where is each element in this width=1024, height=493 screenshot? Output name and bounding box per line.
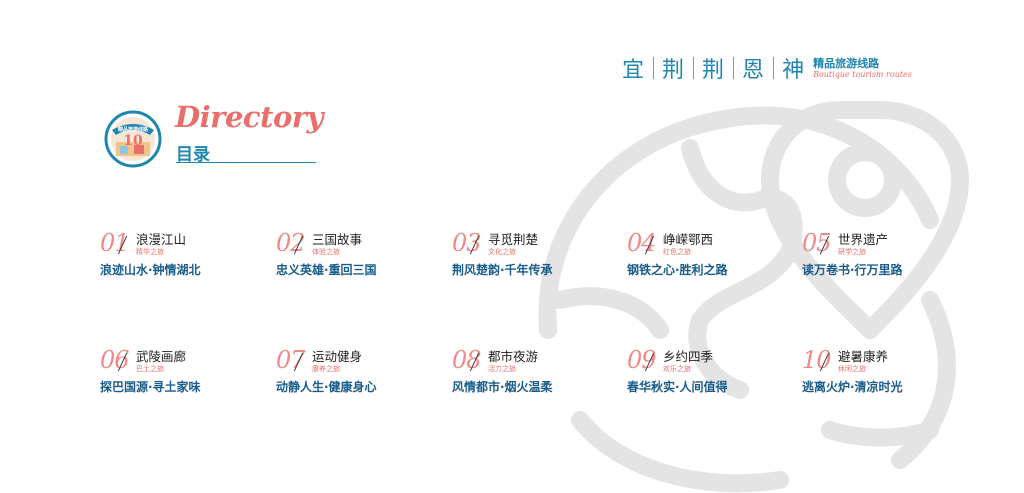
route-slogan: 忠义英雄·重回三国 xyxy=(276,263,377,277)
route-number: 02 xyxy=(276,229,306,257)
brand-char-4: 恩 xyxy=(742,58,766,83)
route-subtitle: 体验之旅 xyxy=(312,248,340,256)
route-category: 浪漫江山 xyxy=(136,232,187,247)
brand-subtitle-en: Boutique tourism routes xyxy=(813,69,912,79)
route-number: 07 xyxy=(276,346,306,374)
brand-title: 宜 荆 荆 恩 神 xyxy=(622,52,805,84)
route-category: 武陵画廊 xyxy=(136,349,187,364)
route-slogan: 探巴国源·寻土家味 xyxy=(100,380,201,394)
route-number: 06 xyxy=(100,346,130,374)
route-slogan: 钢铁之心·胜利之路 xyxy=(627,263,728,277)
route-slogan: 风情都市·烟火温柔 xyxy=(452,380,553,394)
route-slogan: 动静人生·健康身心 xyxy=(276,380,377,394)
route-category: 峥嵘鄂西 xyxy=(663,232,714,247)
route-category: 三国故事 xyxy=(312,232,363,247)
route-category: 世界遗产 xyxy=(838,232,889,247)
route-category: 乡约四季 xyxy=(663,349,714,364)
route-subtitle: 研学之旅 xyxy=(838,248,866,256)
brand-subtitle-cn: 精品旅游线路 xyxy=(813,56,880,70)
route-item[interactable]: 05 世界遗产 研学之旅 读万卷书·行万里路 xyxy=(802,229,962,283)
route-number: 05 xyxy=(802,229,832,257)
route-number: 09 xyxy=(627,346,657,374)
brand-char-2: 荆 xyxy=(662,58,686,83)
badge-number: 10 xyxy=(123,133,143,149)
brand-header: 宜 荆 荆 恩 神 精品旅游线路 Boutique tourism routes xyxy=(622,52,912,84)
brand-divider xyxy=(773,57,775,79)
route-slogan: 浪迹山水·钟情湖北 xyxy=(100,263,201,277)
route-item[interactable]: 09 乡约四季 欢乐之旅 春华秋实·人间值得 xyxy=(627,346,787,400)
route-subtitle: 欢乐之旅 xyxy=(663,365,691,373)
brand-divider xyxy=(693,57,695,79)
route-subtitle: 红色之旅 xyxy=(663,248,691,256)
route-subtitle: 文化之旅 xyxy=(488,248,516,256)
route-subtitle: 活力之旅 xyxy=(488,365,516,373)
route-badge-logo: 精品旅游线路 10 xyxy=(104,110,162,168)
route-item[interactable]: 02 三国故事 体验之旅 忠义英雄·重回三国 xyxy=(276,229,436,283)
brand-char-3: 荆 xyxy=(702,58,726,83)
route-item[interactable]: 07 运动健身 康养之旅 动静人生·健康身心 xyxy=(276,346,436,400)
badge-ribbon-text: 精品旅游线路 xyxy=(118,126,149,133)
title-underline xyxy=(176,162,316,163)
route-number: 01 xyxy=(100,229,130,257)
route-category: 都市夜游 xyxy=(488,349,539,364)
route-subtitle: 巴土之旅 xyxy=(136,365,164,373)
route-category: 避暑康养 xyxy=(838,349,889,364)
directory-title-en: Directory xyxy=(175,100,323,134)
brand-divider xyxy=(733,57,735,79)
brand-char-1: 宜 xyxy=(622,58,646,83)
route-item[interactable]: 06 武陵画廊 巴土之旅 探巴国源·寻土家味 xyxy=(100,346,260,400)
route-category: 运动健身 xyxy=(312,349,363,364)
route-item[interactable]: 03 寻觅荆楚 文化之旅 荆风楚韵·千年传承 xyxy=(452,229,612,283)
route-number: 04 xyxy=(627,229,657,257)
brand-char-5: 神 xyxy=(782,58,806,83)
route-slogan: 春华秋实·人间值得 xyxy=(627,380,728,394)
route-slogan: 读万卷书·行万里路 xyxy=(802,263,903,277)
route-subtitle: 康养之旅 xyxy=(312,365,340,373)
route-slogan: 荆风楚韵·千年传承 xyxy=(452,263,553,277)
route-item[interactable]: 08 都市夜游 活力之旅 风情都市·烟火温柔 xyxy=(452,346,612,400)
route-item[interactable]: 01 浪漫江山 精华之旅 浪迹山水·钟情湖北 xyxy=(100,229,260,283)
route-number: 03 xyxy=(452,229,482,257)
route-category: 寻觅荆楚 xyxy=(488,232,539,247)
directory-title-cn: 目录 xyxy=(176,145,210,165)
route-number: 10 xyxy=(802,346,832,374)
brand-divider xyxy=(653,57,655,79)
brand-subtitle: 精品旅游线路 Boutique tourism routes xyxy=(813,58,912,79)
route-number: 08 xyxy=(452,346,482,374)
route-subtitle: 精华之旅 xyxy=(136,248,164,256)
route-item[interactable]: 10 避暑康养 休闲之旅 逃离火炉·清凉时光 xyxy=(802,346,962,400)
route-subtitle: 休闲之旅 xyxy=(838,365,866,373)
route-item[interactable]: 04 峥嵘鄂西 红色之旅 钢铁之心·胜利之路 xyxy=(627,229,787,283)
route-slogan: 逃离火炉·清凉时光 xyxy=(802,380,903,394)
